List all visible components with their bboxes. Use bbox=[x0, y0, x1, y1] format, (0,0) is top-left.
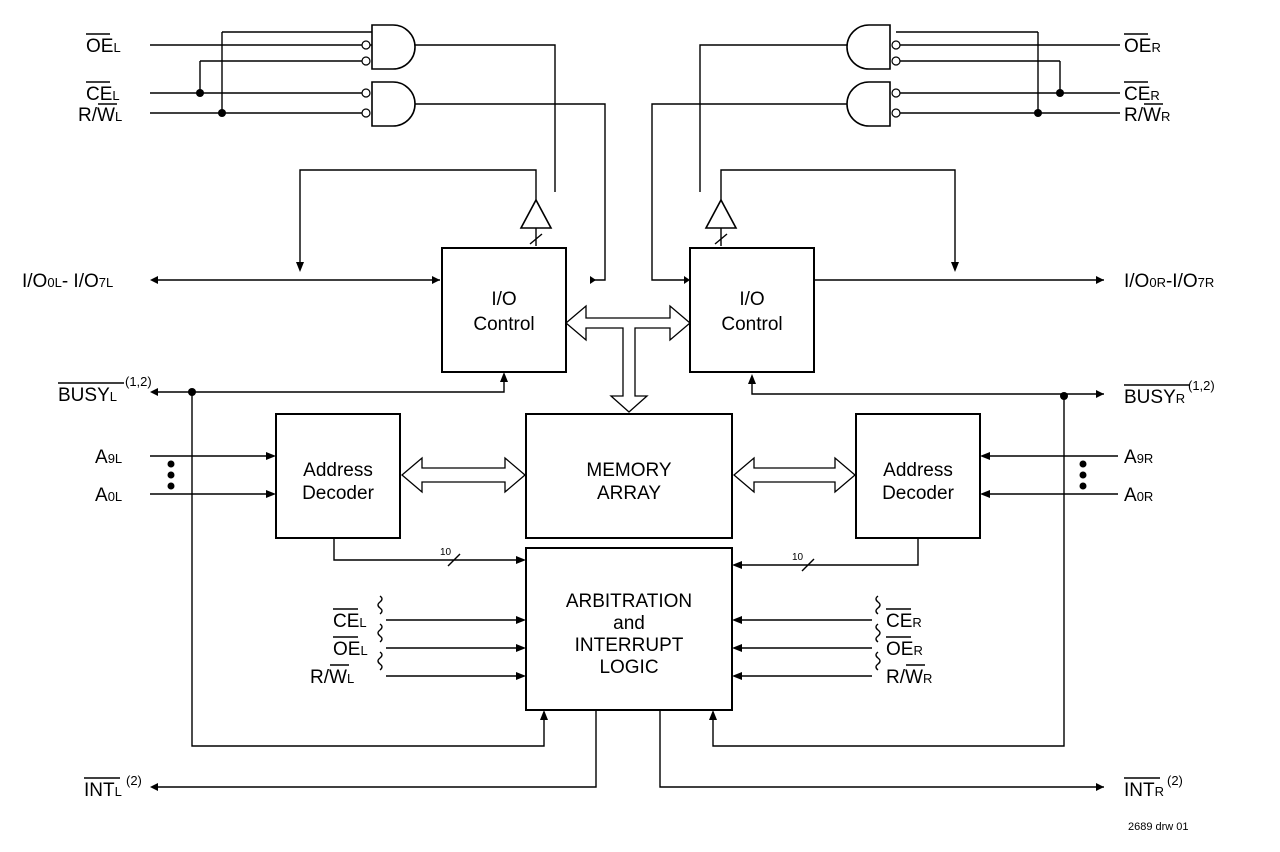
inverter-bubble bbox=[361, 40, 371, 50]
and-gate-oe-right bbox=[846, 24, 891, 70]
note-int-right: (2) bbox=[1167, 773, 1183, 788]
label-rw-right: R/WR bbox=[1124, 105, 1170, 126]
label-arb-ce-right: CER bbox=[886, 611, 922, 632]
address-decoder-left: Address Decoder bbox=[275, 413, 401, 539]
arbitration-line2: and bbox=[613, 613, 645, 634]
address-decoder-left-line1: Address bbox=[303, 460, 373, 481]
address-inputs-right bbox=[980, 452, 1118, 498]
inverter-bubble bbox=[891, 88, 901, 98]
io-control-right-line2: Control bbox=[721, 314, 782, 335]
io-control-left: I/O Control bbox=[441, 247, 567, 373]
left-io-bus bbox=[150, 276, 440, 284]
io-control-left-line2: Control bbox=[473, 314, 534, 335]
right-output-buffer bbox=[704, 169, 959, 272]
arbitration-inputs-left bbox=[377, 595, 526, 680]
label-busy-right: BUSYR bbox=[1124, 387, 1185, 408]
right-labels: OER CER R/WR I/O0R-I/O7R BUSYR (1,2) A9R… bbox=[886, 33, 1215, 801]
left-labels: OEL CEL R/WL I/O0L- I/O7L BUSYL (1,2) A9… bbox=[22, 33, 368, 801]
inverter-bubble bbox=[361, 88, 371, 98]
memory-right-decoder-bus bbox=[732, 456, 857, 494]
label-a0-right: A0R bbox=[1124, 485, 1153, 506]
bus-width-left: 10 bbox=[440, 547, 452, 558]
interrupt-outputs bbox=[150, 710, 1104, 791]
memory-array: MEMORY ARRAY bbox=[525, 413, 733, 539]
tri-state-buffer-icon bbox=[519, 198, 553, 229]
inverter-bubble bbox=[891, 40, 901, 50]
left-gate-output-wires bbox=[415, 44, 606, 284]
arbitration-line4: LOGIC bbox=[599, 657, 658, 678]
label-oe-left: OEL bbox=[86, 36, 121, 57]
io-control-left-line1: I/O bbox=[491, 289, 516, 310]
address-decoder-right: Address Decoder bbox=[855, 413, 981, 539]
arbitration-line1: ARBITRATION bbox=[566, 591, 692, 612]
note-busy-right: (1,2) bbox=[1188, 378, 1215, 393]
right-control-wires bbox=[896, 31, 1120, 117]
memory-array-line2: ARRAY bbox=[597, 483, 661, 504]
label-busy-left: BUSYL bbox=[58, 385, 117, 406]
label-arb-oe-left: OEL bbox=[333, 639, 368, 660]
label-arb-oe-right: OER bbox=[886, 639, 923, 660]
junction-dot bbox=[196, 89, 204, 97]
right-gate-output-wires bbox=[651, 44, 847, 284]
bus-width-right: 10 bbox=[792, 552, 804, 563]
memory-array-line1: MEMORY bbox=[586, 460, 671, 481]
decoder-to-arbitration-right: 10 bbox=[732, 538, 919, 572]
arbitration-inputs-right bbox=[732, 595, 881, 680]
drawing-number: 2689 drw 01 bbox=[1128, 821, 1189, 833]
label-a9-left: A9L bbox=[95, 447, 122, 468]
label-io-right: I/O0R-I/O7R bbox=[1124, 271, 1214, 292]
left-and-gates bbox=[361, 24, 416, 127]
io-to-memory-bus bbox=[564, 304, 692, 413]
left-output-buffer bbox=[296, 169, 553, 272]
inverter-bubble bbox=[361, 56, 371, 66]
tri-state-buffer-icon bbox=[704, 198, 738, 229]
inverter-bubble bbox=[361, 108, 371, 118]
and-gate-rw-right bbox=[846, 81, 891, 127]
busy-right-wiring bbox=[709, 374, 1104, 747]
address-decoder-left-line2: Decoder bbox=[302, 483, 374, 504]
and-gate-oe-left bbox=[371, 24, 416, 70]
junction-dot bbox=[1056, 89, 1064, 97]
right-io-bus bbox=[792, 276, 1104, 284]
right-and-gates bbox=[846, 24, 901, 127]
arbitration-interrupt-logic: ARBITRATION and INTERRUPT LOGIC bbox=[525, 547, 733, 711]
address-decoder-right-line2: Decoder bbox=[882, 483, 954, 504]
inverter-bubble bbox=[891, 56, 901, 66]
label-arb-ce-left: CEL bbox=[333, 611, 367, 632]
address-decoder-right-line1: Address bbox=[883, 460, 953, 481]
busy-left-wiring bbox=[150, 372, 548, 747]
label-rw-left: R/WL bbox=[78, 105, 122, 126]
memory-left-decoder-bus bbox=[400, 456, 527, 494]
label-arb-rw-left: R/WL bbox=[310, 667, 354, 688]
label-a0-left: A0L bbox=[95, 485, 122, 506]
io-control-right-line1: I/O bbox=[739, 289, 764, 310]
and-gate-rw-left bbox=[371, 81, 416, 127]
io-control-right: I/O Control bbox=[689, 247, 815, 373]
note-int-left: (2) bbox=[126, 773, 142, 788]
label-ce-right: CER bbox=[1124, 84, 1160, 105]
arbitration-line3: INTERRUPT bbox=[575, 635, 684, 656]
address-inputs-left bbox=[150, 452, 276, 498]
label-arb-rw-right: R/WR bbox=[886, 667, 932, 688]
note-busy-left: (1,2) bbox=[125, 374, 152, 389]
label-int-right: INTR bbox=[1124, 780, 1164, 801]
label-a9-right: A9R bbox=[1124, 447, 1153, 468]
left-control-wires bbox=[150, 31, 372, 117]
label-ce-left: CEL bbox=[86, 84, 120, 105]
junction-dot bbox=[218, 109, 226, 117]
label-io-left: I/O0L- I/O7L bbox=[22, 271, 113, 292]
decoder-to-arbitration-left: 10 bbox=[333, 538, 526, 567]
label-oe-right: OER bbox=[1124, 36, 1161, 57]
inverter-bubble bbox=[891, 108, 901, 118]
label-int-left: INTL bbox=[84, 780, 122, 801]
junction-dot bbox=[1034, 109, 1042, 117]
